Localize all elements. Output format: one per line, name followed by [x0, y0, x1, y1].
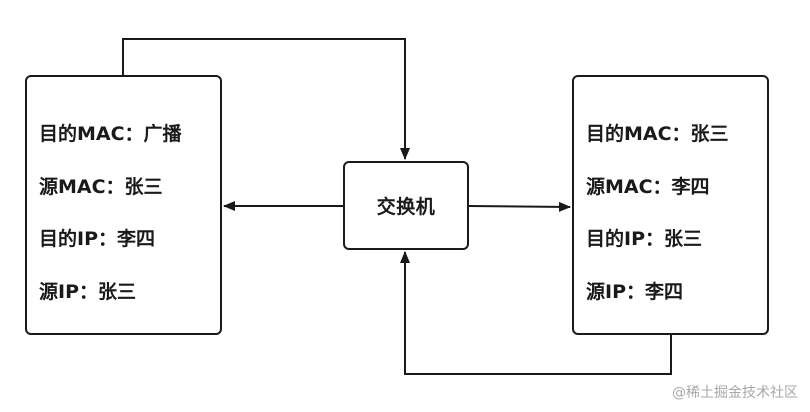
right-packet-field: 目的IP：张三	[586, 228, 702, 250]
top-connector-arrow	[122, 38, 410, 160]
switch-node: 交换机	[343, 161, 469, 250]
right-packet-box: 目的MAC：张三 源MAC：李四 目的IP：张三 源IP：李四	[572, 75, 769, 335]
right-packet-field: 源MAC：李四	[586, 176, 710, 198]
bottom-connector-arrow	[400, 251, 672, 375]
switch-to-right-arrow	[468, 201, 571, 212]
right-packet-field: 源IP：李四	[586, 281, 683, 303]
left-packet-box: 目的MAC：广播 源MAC：张三 目的IP：李四 源IP：张三	[25, 75, 222, 335]
left-packet-field: 目的MAC：广播	[39, 123, 182, 145]
switch-label: 交换机	[376, 196, 436, 218]
left-packet-field: 源IP：张三	[39, 281, 136, 303]
watermark-text: @稀土掘金技术社区	[672, 385, 798, 401]
left-packet-field: 源MAC：张三	[39, 176, 163, 198]
right-packet-field: 目的MAC：张三	[586, 123, 729, 145]
left-packet-field: 目的IP：李四	[39, 228, 155, 250]
